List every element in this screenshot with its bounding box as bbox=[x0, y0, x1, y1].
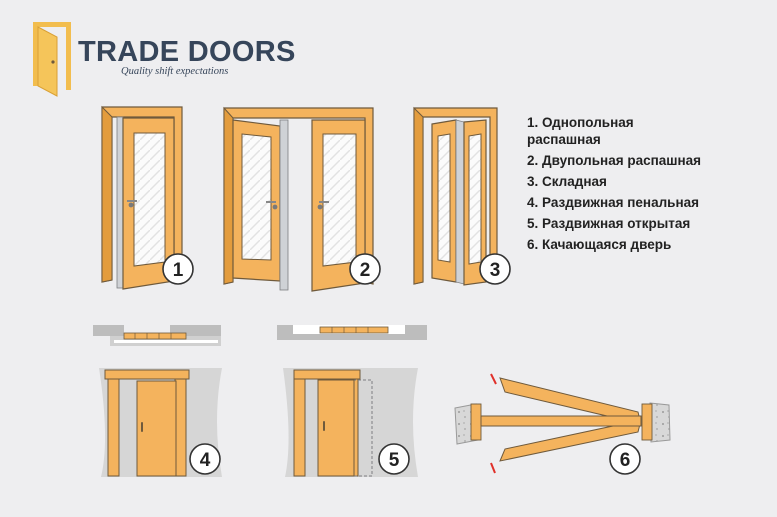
pocket-sliding-plan-view bbox=[93, 325, 221, 346]
legend-item-folding: 3. Складная bbox=[527, 174, 607, 189]
svg-text:5: 5 bbox=[389, 450, 400, 471]
badge-2: 2 bbox=[349, 253, 381, 285]
legend-item-double-swing: 2. Двупольная распашная bbox=[527, 153, 702, 168]
open-sliding-plan-view bbox=[277, 325, 427, 340]
legend-item-swinging: 6. Качающаяся дверь bbox=[527, 237, 672, 252]
badge-3: 3 bbox=[479, 253, 511, 285]
brand-name: TRADE DOORS bbox=[78, 36, 296, 68]
badge-6: 6 bbox=[609, 443, 641, 475]
logo-door-icon bbox=[33, 22, 71, 97]
svg-text:2: 2 bbox=[360, 260, 371, 281]
badge-4: 4 bbox=[189, 443, 221, 475]
pocket-sliding-door-illustration bbox=[99, 368, 222, 477]
door-types-legend: 1. Однопольная распашная 2. Двупольная р… bbox=[527, 114, 772, 257]
badge-5: 5 bbox=[378, 443, 410, 475]
svg-text:6: 6 bbox=[620, 450, 631, 471]
brand-tagline: Quality shift expectations bbox=[121, 66, 229, 77]
folding-door-illustration bbox=[413, 106, 498, 286]
svg-text:4: 4 bbox=[200, 450, 211, 471]
badge-1: 1 bbox=[162, 253, 194, 285]
legend-item-single-swing: 1. Однопольная распашная bbox=[527, 115, 634, 147]
svg-text:3: 3 bbox=[490, 260, 501, 281]
double-swing-door-illustration bbox=[223, 106, 374, 292]
legend-item-open-sliding: 5. Раздвижная открытая bbox=[527, 216, 691, 231]
legend-item-pocket-sliding: 4. Раздвижная пенальная bbox=[527, 195, 699, 210]
swinging-door-plan-view bbox=[454, 373, 671, 474]
svg-text:1: 1 bbox=[173, 260, 184, 281]
